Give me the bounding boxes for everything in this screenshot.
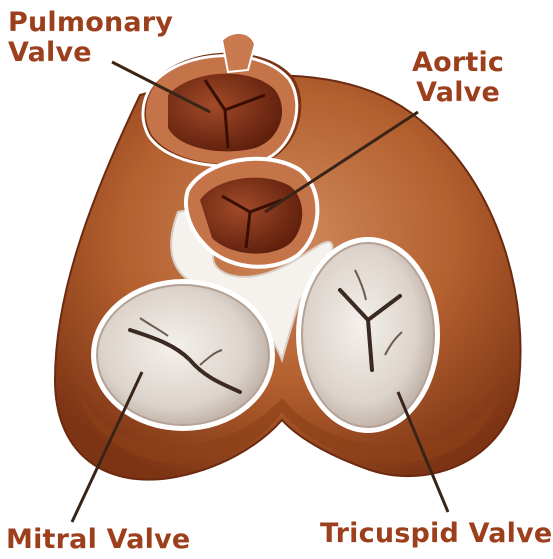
aortic-valve-label: Aortic Valve (412, 48, 504, 108)
aortic-label-line2: Valve (412, 78, 504, 108)
mitral-valve-label: Mitral Valve (6, 525, 190, 555)
pulmonary-label-line2: Valve (8, 38, 173, 68)
tricuspid-valve-label: Tricuspid Valve (320, 519, 552, 549)
pulmonary-label-line1: Pulmonary (8, 8, 173, 38)
aortic-label-line1: Aortic (412, 48, 504, 78)
mitral-valve (91, 279, 275, 431)
pulmonary-valve-label: Pulmonary Valve (8, 8, 173, 68)
tricuspid-valve (296, 237, 440, 433)
